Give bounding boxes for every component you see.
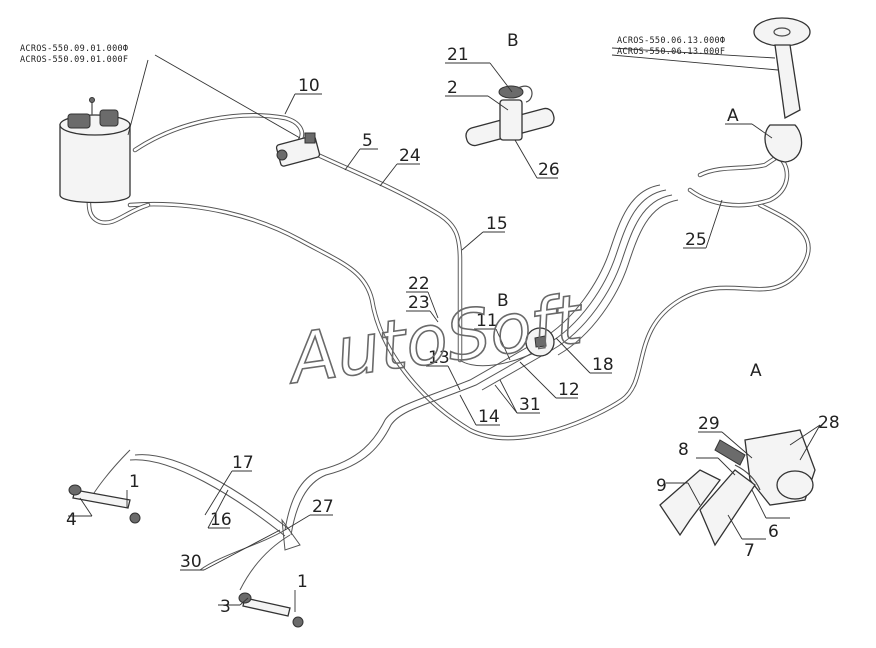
callout-13: 13 [428, 348, 450, 368]
callout-12: 12 [558, 380, 580, 400]
callout-5: 5 [362, 131, 373, 151]
steering-code-1: ACROS-550.06.13.000Ф [617, 36, 725, 46]
view-a-label-detail: A [750, 361, 762, 381]
callout-24: 24 [399, 146, 421, 166]
callout-22: 22 [408, 274, 430, 294]
steering-cylinder-upper [68, 484, 141, 524]
tank-code-2: ACROS-550.09.01.000F [20, 55, 128, 65]
coupling-assembly [465, 85, 555, 147]
steering-column [753, 17, 811, 163]
steering-code-2: ACROS-550.06.13.000F [617, 47, 725, 57]
view-b-label-top: B [507, 31, 519, 51]
callout-2: 2 [447, 78, 458, 98]
pressure-line-bundle [284, 184, 679, 536]
view-a-label-top: A [727, 106, 739, 126]
hose-25 [687, 152, 790, 208]
center-coupling [525, 327, 555, 357]
callout-11: 11 [476, 311, 498, 331]
callout-14: 14 [478, 407, 500, 427]
hydraulic-tank [59, 97, 131, 204]
callout-30: 30 [180, 552, 202, 572]
tank-code-1: ACROS-550.09.01.000Ф [20, 44, 128, 54]
callout-26: 26 [538, 160, 560, 180]
callout-23: 23 [408, 293, 430, 313]
callout-15: 15 [486, 214, 508, 234]
part-codes: ACROS-550.09.01.000Ф ACROS-550.09.01.000… [20, 36, 725, 65]
watermark: AutoSoft [281, 280, 589, 400]
detail-a-assembly [659, 429, 816, 547]
callout-1-upper: 1 [129, 472, 140, 492]
cylinder-lines [89, 449, 301, 591]
callout-6: 6 [768, 522, 779, 542]
callout-18: 18 [592, 355, 614, 375]
valve-block [275, 132, 321, 167]
callout-1-lower: 1 [297, 572, 308, 592]
callout-10: 10 [298, 76, 320, 96]
callout-8: 8 [678, 440, 689, 460]
callout-31: 31 [519, 395, 541, 415]
callout-numbers: 10 5 24 21 2 26 15 25 22 23 11 13 18 12 … [66, 45, 840, 617]
view-b-label-center: B [497, 291, 509, 311]
callout-29: 29 [698, 414, 720, 434]
steering-cylinder-lower [238, 592, 304, 628]
callout-28: 28 [818, 413, 840, 433]
callout-4: 4 [66, 510, 77, 530]
hose-10 [132, 113, 305, 153]
return-hose-loop [127, 201, 811, 441]
callout-25: 25 [685, 230, 707, 250]
callout-21: 21 [447, 45, 469, 65]
callout-16: 16 [210, 510, 232, 530]
view-labels: B B A A [497, 31, 762, 381]
callout-27: 27 [312, 497, 334, 517]
callout-3: 3 [220, 597, 231, 617]
callout-9: 9 [656, 476, 667, 496]
callout-17: 17 [232, 453, 254, 473]
leader-lines [68, 47, 821, 612]
callout-7: 7 [744, 541, 755, 561]
